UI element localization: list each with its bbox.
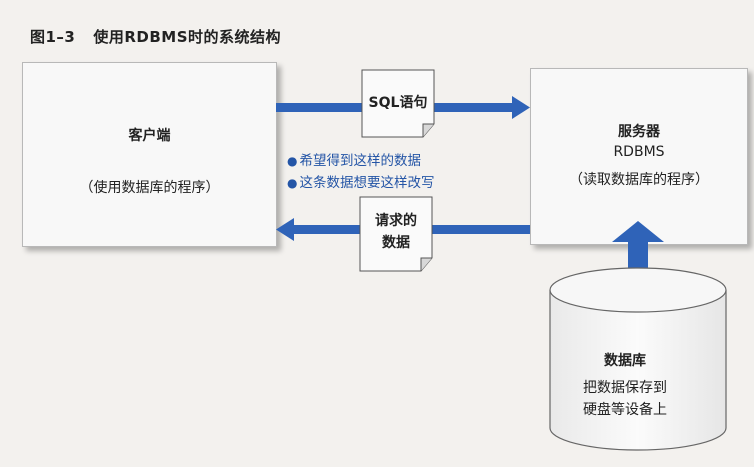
database-cylinder-icon bbox=[549, 267, 727, 451]
data-document-label: 请求的 数据 bbox=[360, 210, 432, 254]
bullet-icon: ● bbox=[287, 176, 298, 190]
note-item: ●这条数据想要这样改写 bbox=[287, 175, 435, 191]
server-title: 服务器 bbox=[618, 124, 660, 140]
database-desc-line1: 把数据保存到 bbox=[583, 380, 667, 396]
database-desc-line2: 硬盘等设备上 bbox=[583, 402, 667, 418]
data-document-icon bbox=[359, 196, 433, 272]
server-box: 服务器 RDBMS （读取数据库的程序） bbox=[530, 68, 748, 245]
client-title: 客户端 bbox=[128, 128, 171, 144]
figure-caption: 使用RDBMS时的系统结构 bbox=[93, 28, 282, 46]
figure-number: 图1–3 bbox=[30, 28, 76, 46]
sql-document-icon bbox=[361, 69, 435, 138]
data-document-line1: 请求的 bbox=[375, 213, 417, 229]
client-box: 客户端 （使用数据库的程序） bbox=[22, 62, 277, 247]
bullet-icon: ● bbox=[287, 154, 298, 168]
database-title: 数据库 bbox=[604, 353, 646, 369]
note-item: ●希望得到这样的数据 bbox=[287, 153, 421, 169]
figure-title: 图1–3 使用RDBMS时的系统结构 bbox=[30, 26, 281, 47]
sql-document-label: SQL语句 bbox=[368, 95, 428, 111]
client-subtitle: （使用数据库的程序） bbox=[79, 180, 220, 196]
server-subtitle: （读取数据库的程序） bbox=[569, 172, 709, 188]
server-rdbms-label: RDBMS bbox=[613, 144, 665, 160]
data-document-line2: 数据 bbox=[382, 235, 410, 251]
request-notes: ●希望得到这样的数据 ●这条数据想要这样改写 bbox=[287, 150, 434, 194]
